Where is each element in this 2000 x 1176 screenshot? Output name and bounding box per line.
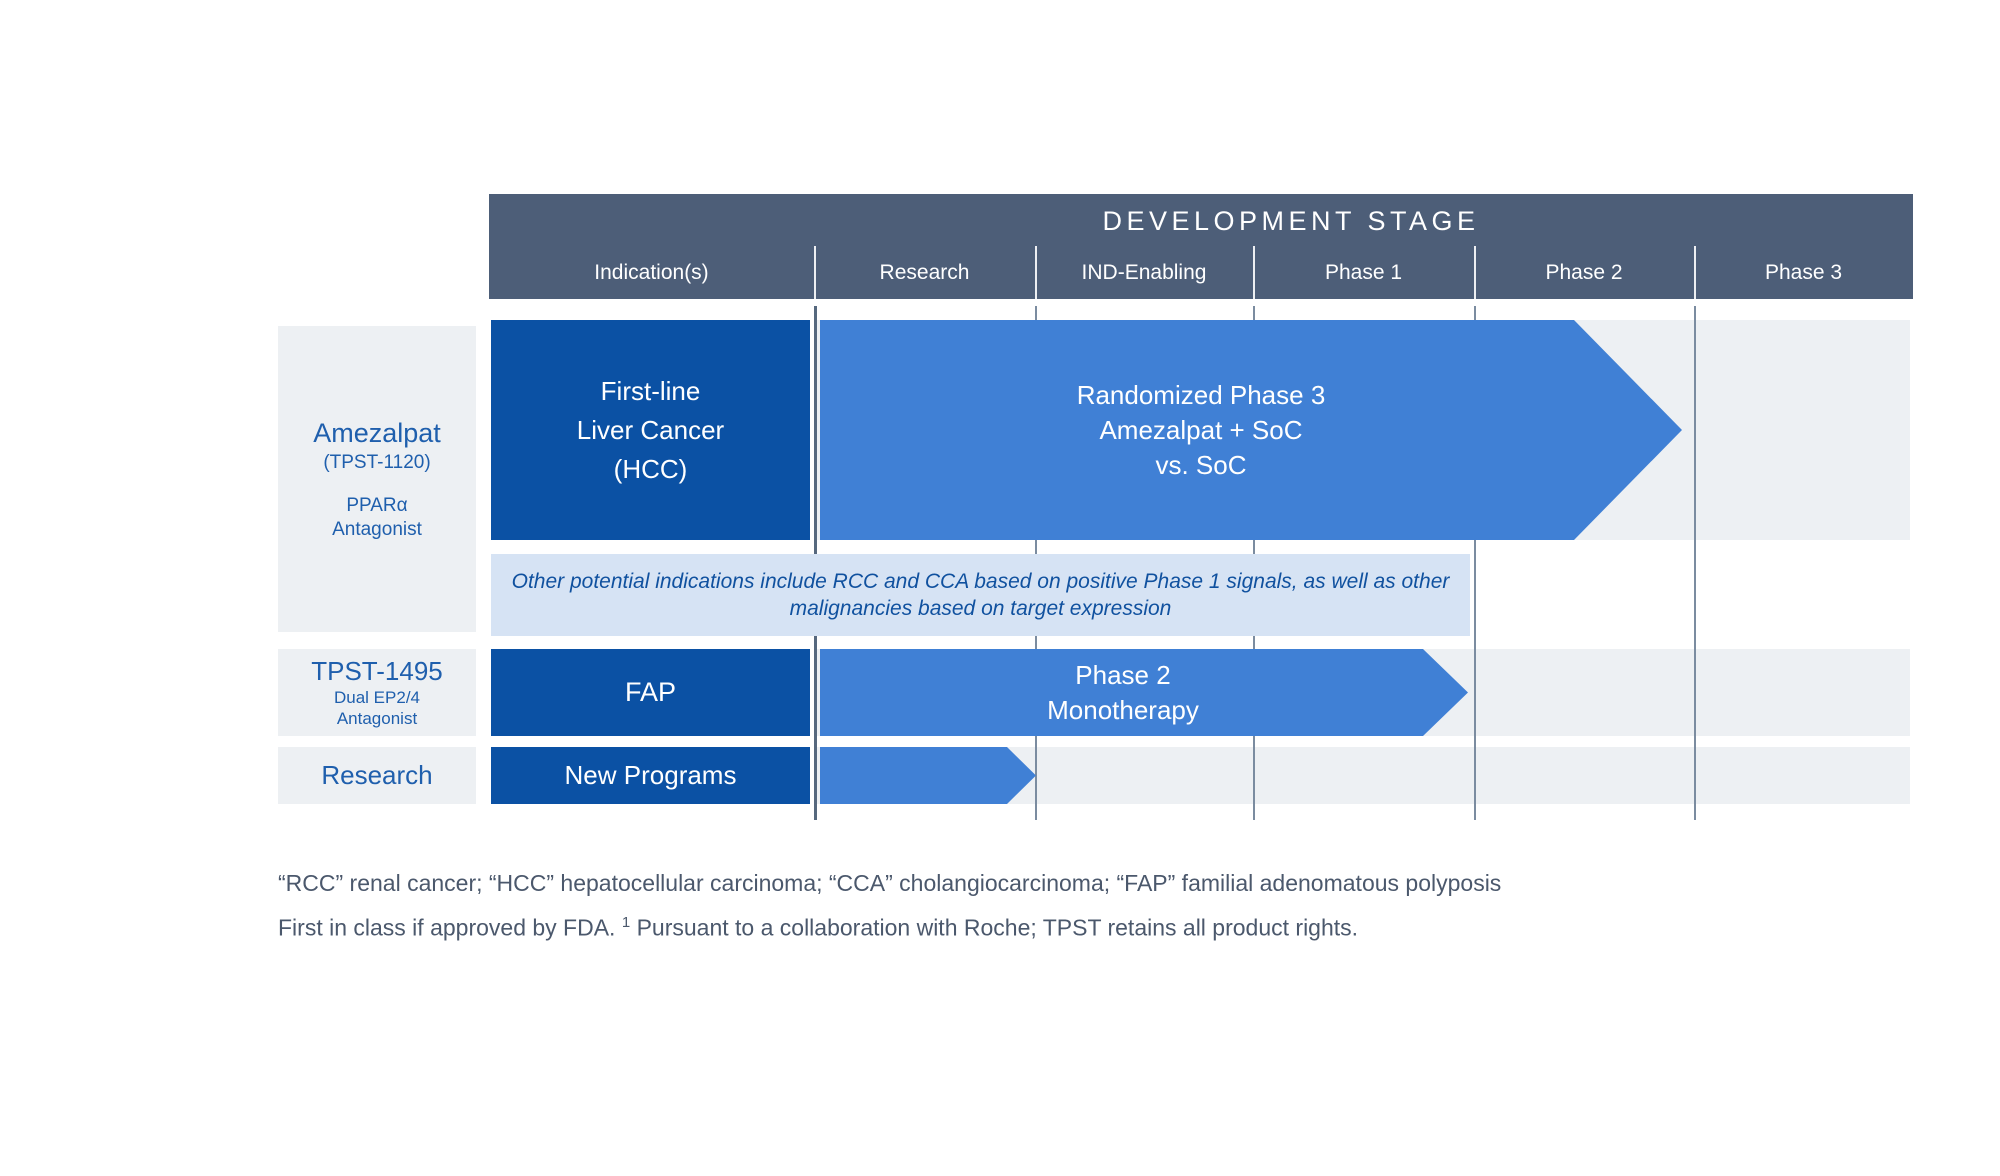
header-column-divider — [1474, 246, 1476, 299]
program-name: Research — [321, 760, 433, 790]
column-header-indications: Indication(s) — [594, 260, 709, 284]
program-name: Amezalpat — [313, 417, 441, 448]
program-mechanism: PPARα Antagonist — [332, 494, 422, 540]
grid-line-phase2-phase3 — [1694, 306, 1696, 820]
note-banner: Other potential indications include RCC … — [491, 554, 1470, 636]
header-column-divider — [1253, 246, 1255, 299]
program-label-amezalpat: Amezalpat (TPST-1120) PPARα Antagonist — [278, 326, 476, 632]
program-detail: (TPST-1120) — [323, 451, 431, 473]
footnote-superscript: 1 — [621, 914, 631, 931]
indication-cell-new-programs: New Programs — [491, 747, 810, 804]
program-label-research: Research — [278, 747, 476, 804]
header-title: DEVELOPMENT STAGE — [1102, 205, 1480, 236]
column-header-ind-enabling: IND-Enabling — [1081, 260, 1207, 284]
grid-line-phase1-phase2 — [1474, 306, 1476, 820]
footnote-line-2: First in class if approved by FDA. 1 Pur… — [278, 903, 1778, 948]
program-name: TPST-1495 — [311, 655, 443, 686]
header-column-divider — [1694, 246, 1696, 299]
column-header-phase1: Phase 1 — [1324, 260, 1403, 284]
header-column-divider — [1035, 246, 1037, 299]
program-mechanism: Dual EP2/4 Antagonist — [334, 687, 420, 728]
header-column-divider — [814, 246, 816, 299]
footnote-line-1: “RCC” renal cancer; “HCC” hepatocellular… — [278, 870, 1502, 896]
footnote-line-2-text: Pursuant to a collaboration with Roche; … — [630, 914, 1359, 941]
development-stage-header: DEVELOPMENT STAGE Indication(s) Research… — [489, 194, 1913, 299]
indication-cell-fap: FAP — [491, 649, 810, 736]
stage-arrow-tpst1495: Phase 2 Monotherapy — [820, 649, 1468, 736]
stage-arrow-amezalpat: Randomized Phase 3 Amezalpat + SoC vs. S… — [820, 320, 1682, 540]
stage-arrow-research — [820, 747, 1036, 804]
program-label-tpst1495: TPST-1495 Dual EP2/4 Antagonist — [278, 649, 476, 736]
column-header-phase3: Phase 3 — [1764, 260, 1843, 284]
indication-cell-hcc: First-line Liver Cancer (HCC) — [491, 320, 810, 540]
footnotes: “RCC” renal cancer; “HCC” hepatocellular… — [278, 864, 1778, 948]
column-header-phase2: Phase 2 — [1545, 260, 1623, 284]
column-header-research: Research — [879, 260, 970, 284]
footnote-line-2-text: First in class if approved by FDA. — [278, 914, 622, 941]
